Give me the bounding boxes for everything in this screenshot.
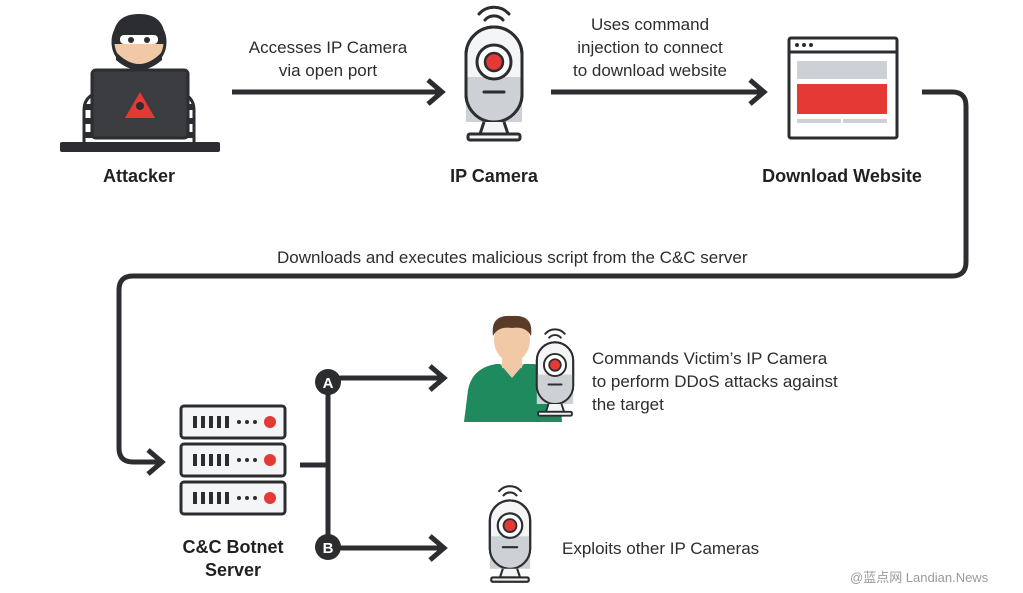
- step-access-label: Accesses IP Camera via open port: [248, 38, 408, 80]
- branch-b-badge: B: [315, 534, 341, 560]
- arrow-camera-to-website: [551, 78, 768, 106]
- attacker-label: Attacker: [102, 166, 176, 186]
- step-download-label: Downloads and executes malicious script …: [277, 248, 748, 267]
- download-website-label: Download Website: [762, 166, 922, 186]
- branch-b-label: Exploits other IP Cameras: [562, 539, 760, 558]
- ip-camera-label: IP Camera: [450, 166, 538, 186]
- branch-a-badge: A: [315, 369, 341, 395]
- branch-connector: [300, 364, 448, 562]
- ip-camera-icon: [464, 5, 524, 142]
- arrow-website-to-cnc: [116, 89, 969, 476]
- attacker-icon: [60, 14, 220, 152]
- browser-window-icon: [787, 36, 899, 140]
- branch-a-label: Commands Victim’s IP Camera to perform D…: [592, 349, 838, 414]
- svg-text:B: B: [323, 540, 334, 557]
- victim-camera-icon: [535, 328, 575, 417]
- other-camera-icon: [488, 485, 532, 583]
- step-inject-label: Uses command injection to connect to dow…: [572, 15, 728, 80]
- svg-text:A: A: [323, 375, 334, 392]
- arrow-attacker-to-camera: [232, 78, 446, 106]
- cnc-server-label: C&C Botnet Server: [182, 537, 284, 580]
- watermark: @蓝点网 Landian.News: [850, 570, 989, 585]
- server-rack-icon: [179, 404, 287, 516]
